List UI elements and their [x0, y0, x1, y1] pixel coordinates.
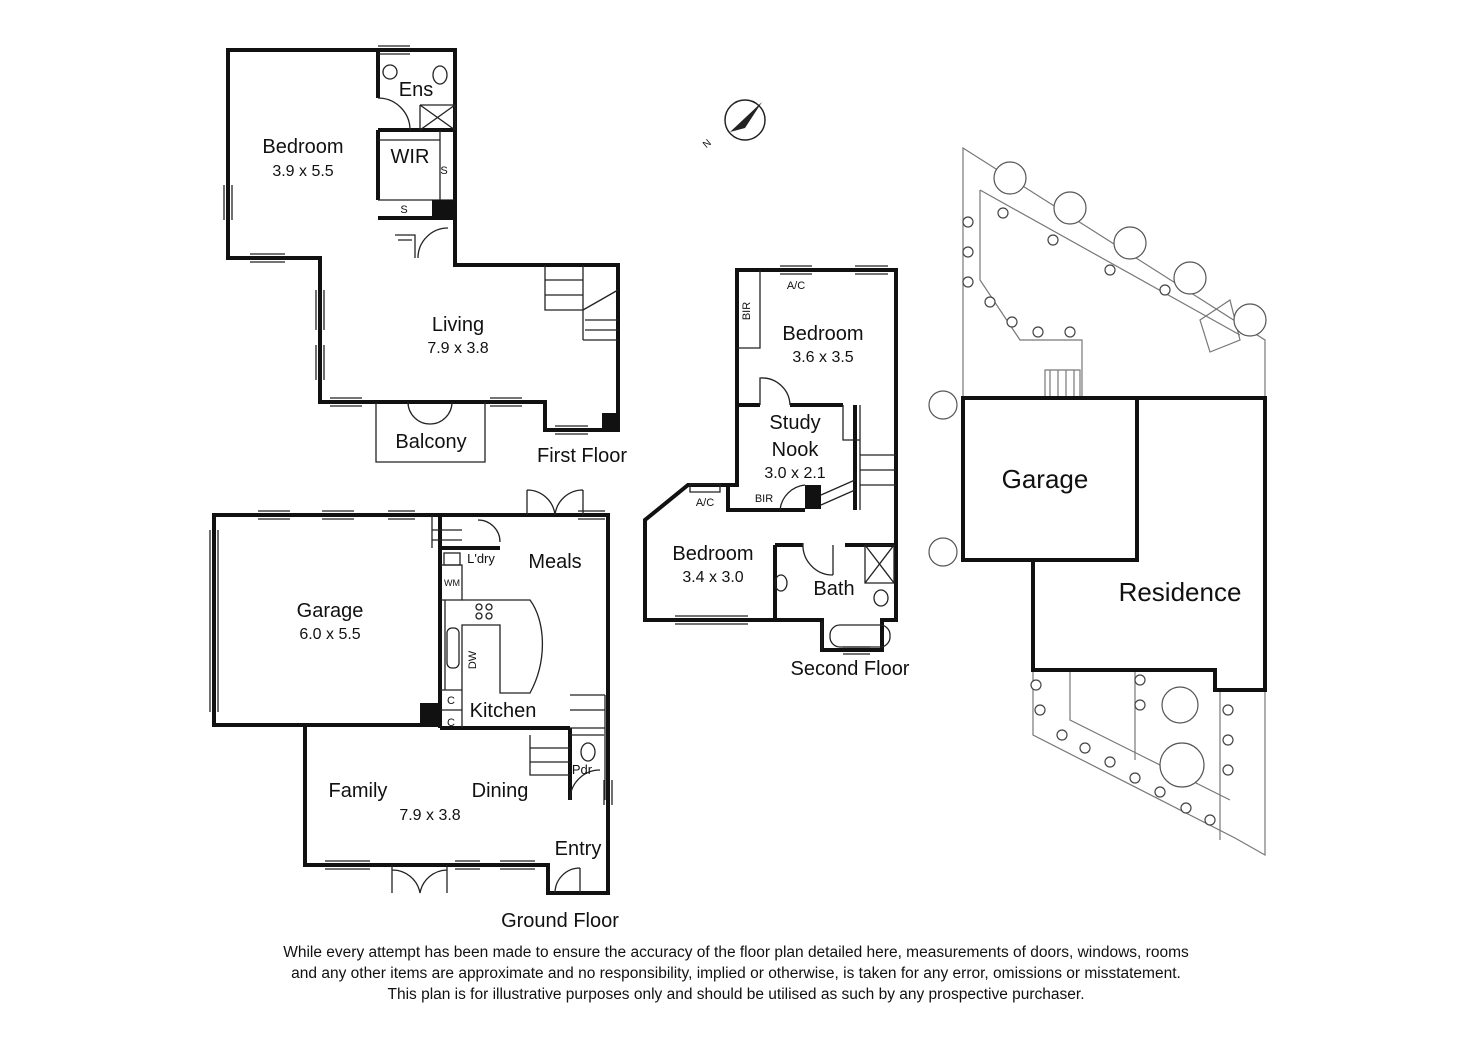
room-label-dining: Dining — [472, 780, 529, 802]
room-label-bedroom: Bedroom — [262, 136, 343, 158]
ground-floor-outer-wall — [212, 513, 610, 895]
dishwasher-label: DW — [467, 650, 479, 669]
room-label-shelf: S — [400, 204, 407, 216]
washing-machine-label: WM — [444, 578, 460, 588]
room-label-nook: Nook — [772, 439, 820, 461]
shrub-icons — [962, 207, 1234, 826]
disclaimer-line: and any other items are approximate and … — [291, 965, 1181, 982]
room-size-study: 3.0 x 2.1 — [764, 465, 825, 482]
chimney-block — [432, 200, 454, 220]
site-label-garage: Garage — [1002, 464, 1089, 494]
site-residence-outline — [1031, 396, 1267, 692]
room-label-bedroom: Bedroom — [672, 543, 753, 565]
room-size-garage: 6.0 x 5.5 — [299, 626, 360, 643]
room-size-bedroom: 3.4 x 3.0 — [682, 569, 743, 586]
room-label-wir: WIR — [391, 146, 430, 168]
room-size-bedroom: 3.9 x 5.5 — [272, 163, 333, 180]
disclaimer-line: While every attempt has been made to ens… — [283, 944, 1189, 961]
room-label-powder: Pdr — [572, 762, 593, 777]
compass-north-icon: N — [701, 99, 766, 151]
room-label-garage: Garage — [297, 600, 364, 622]
ensuite-wall — [376, 50, 455, 220]
room-size-bedroom: 3.6 x 3.5 — [792, 349, 853, 366]
room-size-living: 7.9 x 3.8 — [427, 340, 488, 357]
room-label-living: Living — [432, 314, 484, 336]
room-label-study: Study — [769, 412, 820, 434]
site-label-residence: Residence — [1119, 577, 1242, 607]
room-label-family: Family — [329, 780, 388, 802]
cupboard-label: C — [447, 695, 455, 707]
ground-floor-plan: Garage 6.0 x 5.5 L'dry WM Meals DW C C K… — [209, 489, 619, 932]
room-label-laundry: L'dry — [467, 551, 495, 566]
room-label-kitchen: Kitchen — [470, 700, 537, 722]
room-label-bath: Bath — [813, 578, 854, 600]
compass-label: N — [701, 138, 714, 151]
room-label-entry: Entry — [555, 838, 602, 860]
floor-title-first: First Floor — [537, 445, 627, 467]
site-plan: Garage Residence — [928, 146, 1267, 857]
ac-label: A/C — [696, 497, 714, 509]
floor-title-ground: Ground Floor — [501, 910, 619, 932]
first-floor-outer-wall — [226, 48, 620, 432]
disclaimer-line: This plan is for illustrative purposes o… — [387, 986, 1085, 1003]
room-size-family-dining: 7.9 x 3.8 — [399, 807, 460, 824]
cupboard-label: C — [447, 717, 455, 729]
room-label-bir: BIR — [755, 493, 773, 505]
ac-label: A/C — [787, 280, 805, 292]
room-label-balcony: Balcony — [395, 431, 466, 453]
room-label-ens: Ens — [399, 79, 433, 101]
room-label-meals: Meals — [528, 551, 581, 573]
room-label-bedroom: Bedroom — [782, 323, 863, 345]
tree-icons — [928, 161, 1267, 788]
room-label-bir: BIR — [741, 302, 753, 320]
first-floor-plan: Bedroom 3.9 x 5.5 Ens WIR S S Living 7.9… — [223, 45, 627, 467]
second-floor-plan: A/C BIR Bedroom 3.6 x 3.5 Study Nook 3.0… — [643, 265, 910, 680]
floor-title-second: Second Floor — [791, 658, 910, 680]
room-label-shelf: S — [440, 165, 447, 177]
disclaimer: While every attempt has been made to ens… — [200, 942, 1272, 1005]
